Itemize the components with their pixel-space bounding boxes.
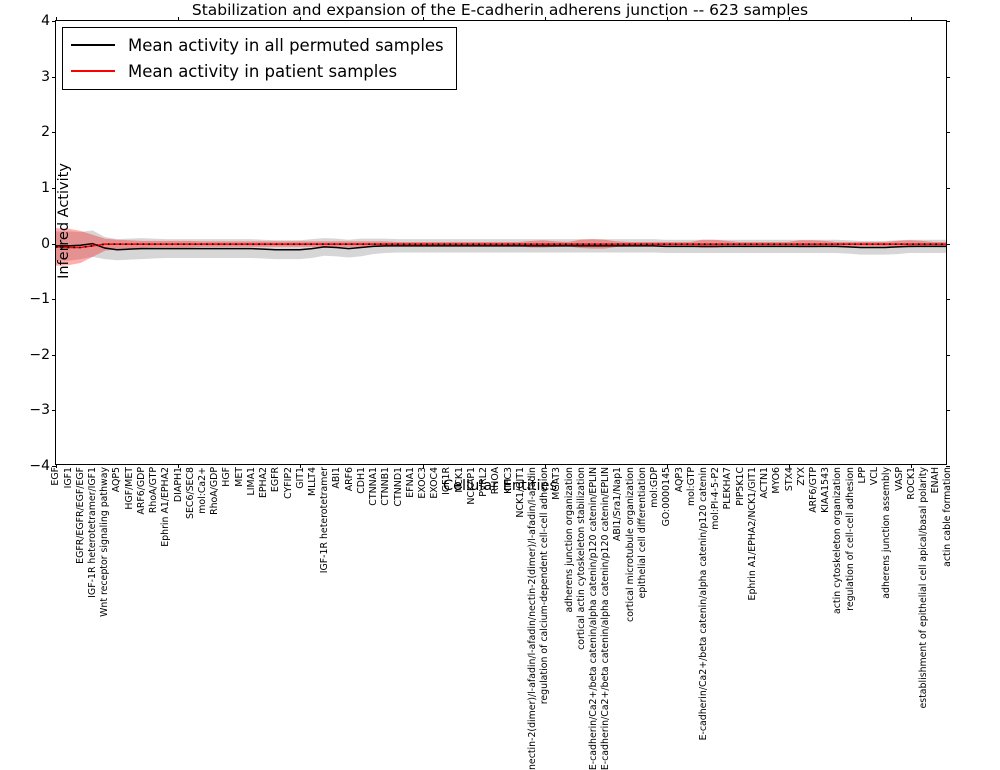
x-tick-mark [422, 464, 424, 468]
y-tick-label: −3 [29, 402, 50, 419]
x-tick-label: GO:0000145 [661, 467, 673, 527]
x-tick-mark [178, 17, 180, 21]
x-tick-mark [911, 17, 913, 21]
x-tick-mark [178, 464, 180, 468]
plot-svg [56, 228, 946, 266]
x-tick-mark [422, 17, 424, 21]
y-tick-mark [52, 354, 56, 356]
legend-label: Mean activity in patient samples [128, 61, 398, 81]
x-axis-title: Cellular Entities [442, 478, 558, 494]
y-tick-label: 2 [41, 124, 50, 141]
x-tick-label: nectin-2(dimer)/l-afadin/l-afadin/nectin… [526, 467, 538, 770]
series-marker-overlay [56, 243, 946, 249]
y-tick-label: −2 [29, 346, 50, 363]
y-tick-mark [52, 187, 56, 189]
x-tick-label: E-cadherin/Ca2+/beta catenin/alpha caten… [600, 467, 612, 770]
x-tick-mark [544, 17, 546, 21]
x-tick-mark [789, 464, 791, 468]
y-tick-mark [946, 187, 950, 189]
x-tick-mark [56, 17, 58, 21]
y-tick-label: 3 [41, 68, 50, 85]
x-tick-mark [911, 464, 913, 468]
y-tick-label: 4 [41, 13, 50, 29]
x-tick-label: cortical actin cytoskeleton stabilizatio… [575, 467, 587, 650]
x-tick-mark [789, 17, 791, 21]
legend-label: Mean activity in all permuted samples [128, 35, 444, 55]
x-tick-label: E-cadherin/Ca2+/beta catenin/alpha caten… [588, 467, 600, 770]
x-tick-label: regulation of calcium-dependent cell-cel… [539, 467, 551, 705]
y-tick-mark [52, 243, 56, 245]
y-tick-mark [52, 21, 56, 23]
legend-item[interactable]: Mean activity in patient samples [71, 58, 444, 84]
y-tick-mark [946, 410, 950, 412]
y-tick-label: −1 [29, 291, 50, 308]
y-tick-mark [946, 466, 950, 468]
series-line [56, 242, 946, 251]
y-tick-mark [52, 299, 56, 301]
x-tick-mark [300, 464, 302, 468]
y-tick-mark [52, 132, 56, 134]
y-tick-label: 0 [41, 235, 50, 252]
x-tick-mark [56, 464, 58, 468]
y-tick-mark [946, 132, 950, 134]
y-tick-label: −4 [29, 458, 50, 474]
x-tick-label: E-cadherin/Ca2+/beta catenin/alpha caten… [698, 467, 710, 741]
y-tick-label: 1 [41, 179, 50, 196]
x-tick-label: mol:PI-4-5-P2 [710, 467, 722, 530]
x-tick-mark [300, 17, 302, 21]
legend-line-swatch [71, 64, 115, 78]
legend-item[interactable]: Mean activity in all permuted samples [71, 32, 444, 58]
confidence-band [56, 228, 946, 266]
x-tick-mark [544, 464, 546, 468]
y-tick-mark [52, 76, 56, 78]
y-tick-mark [946, 354, 950, 356]
y-tick-mark [946, 76, 950, 78]
x-tick-label: establishment of epithelial cell apical/… [917, 467, 929, 709]
plot-area [56, 21, 946, 464]
legend-line-swatch [71, 38, 115, 52]
x-tick-mark [666, 464, 669, 468]
y-tick-mark [946, 243, 950, 245]
y-tick-mark [946, 299, 950, 301]
y-tick-mark [946, 21, 950, 23]
y-tick-mark [52, 466, 56, 468]
x-tick-mark [666, 17, 669, 21]
chart-figure: Stabilization and expansion of the E-cad… [29, 1, 954, 770]
chart-title: Stabilization and expansion of the E-cad… [191, 1, 809, 19]
y-tick-mark [52, 410, 56, 412]
